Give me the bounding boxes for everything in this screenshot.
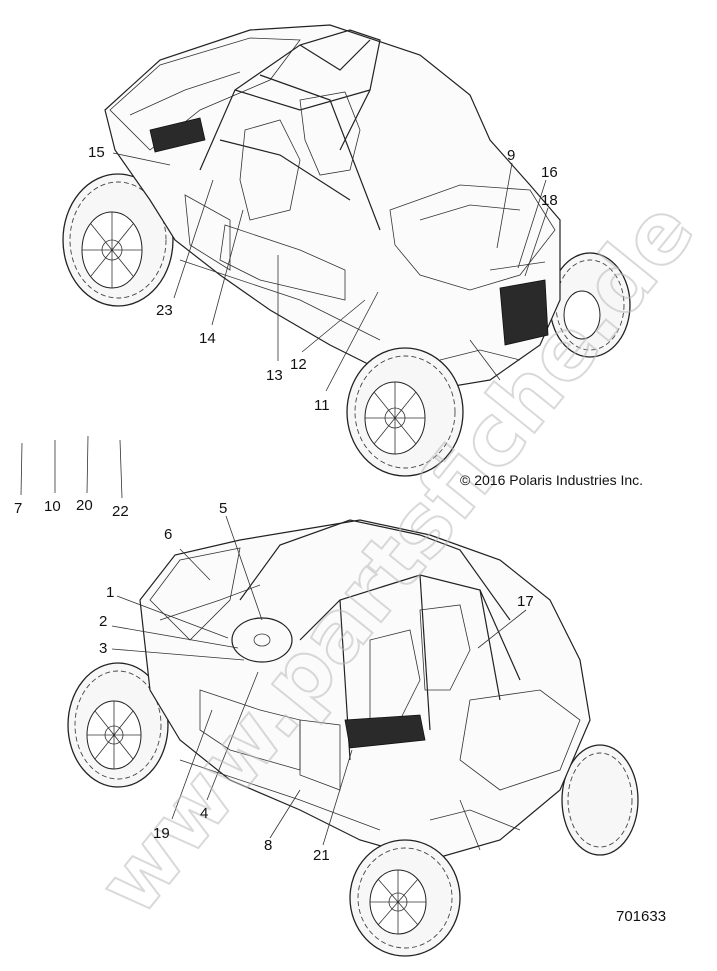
callout-14: 14 <box>199 330 216 347</box>
bottom-vehicle-illustration <box>67 519 639 957</box>
callout-7: 7 <box>14 500 22 517</box>
callout-4: 4 <box>200 805 208 822</box>
callout-3: 3 <box>99 640 107 657</box>
callout-12: 12 <box>290 356 307 373</box>
callout-18: 18 <box>541 192 558 209</box>
callout-10: 10 <box>44 498 61 515</box>
top-rear-left-wheel <box>62 173 174 307</box>
callout-6: 6 <box>164 526 172 543</box>
callout-21: 21 <box>313 847 330 864</box>
callout-20: 20 <box>76 497 93 514</box>
callout-8: 8 <box>264 837 272 854</box>
diagram-part-number: 701633 <box>616 908 666 925</box>
callout-2: 2 <box>99 613 107 630</box>
callout-22: 22 <box>112 503 129 520</box>
copyright-notice: © 2016 Polaris Industries Inc. <box>460 472 643 488</box>
callout-13: 13 <box>266 367 283 384</box>
callout-11: 11 <box>314 397 330 414</box>
bottom-vehicle-body <box>139 519 591 861</box>
callout-5: 5 <box>219 500 227 517</box>
callout-19: 19 <box>153 825 170 842</box>
bottom-rear-left-wheel <box>67 662 169 788</box>
callout-23: 23 <box>156 302 173 319</box>
loose-decal-lines <box>20 435 123 499</box>
top-rear-right-wheel <box>549 252 631 358</box>
top-vehicle-body <box>104 24 561 391</box>
callout-1: 1 <box>106 584 114 601</box>
top-leader-lines <box>112 152 549 392</box>
bottom-front-left-wheel <box>349 839 461 957</box>
top-front-left-wheel <box>346 347 464 477</box>
callout-15: 15 <box>88 144 105 161</box>
bottom-leader-lines <box>111 515 527 846</box>
bottom-rear-right-wheel <box>561 744 639 856</box>
callout-16: 16 <box>541 164 558 181</box>
callout-9: 9 <box>507 147 515 164</box>
top-vehicle-illustration <box>62 24 631 477</box>
callout-17: 17 <box>517 593 534 610</box>
